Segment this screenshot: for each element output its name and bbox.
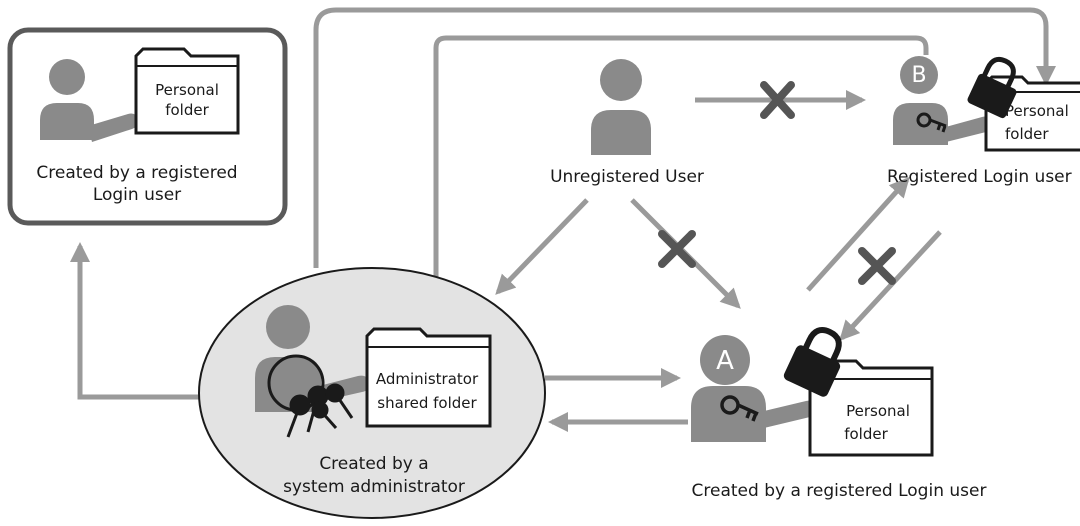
lock-icon [783, 327, 842, 397]
admin-caption-line1: Created by a [319, 454, 428, 474]
arrow-admin-to-user-b-folder [313, 7, 1056, 268]
admin-caption-line2: system administrator [283, 477, 465, 497]
folder-label-line2: folder [165, 101, 209, 119]
arrow-admin-to-personal-box [70, 242, 200, 400]
folder-label-line2: folder [1005, 125, 1049, 143]
personal-folder-box: Personal folder Created by a registered … [7, 27, 288, 226]
key-icon [916, 112, 947, 133]
box-caption-line2: Login user [93, 185, 181, 205]
unregistered-user-label: Unregistered User [550, 167, 704, 187]
registered-user-a: A Personal folder Created by a registere… [691, 327, 987, 501]
person-icon [40, 59, 139, 142]
cross-icon [760, 81, 795, 119]
user-a-caption: Created by a registered Login user [692, 481, 987, 501]
folder-label-line1: Administrator [376, 370, 479, 388]
box-caption-line1: Created by a registered [36, 163, 237, 183]
key-icon [720, 395, 759, 422]
unregistered-user: Unregistered User [550, 59, 704, 187]
user-b-badge: B [911, 63, 926, 88]
folder-icon [134, 47, 240, 135]
person-icon [591, 59, 651, 155]
user-a-badge: A [716, 346, 734, 376]
registered-user-label: Registered Login user [887, 167, 1072, 187]
cross-icon [658, 230, 696, 268]
arrow-user-b-to-user-a [839, 230, 942, 341]
folder-label-line2: shared folder [377, 394, 477, 412]
keyring-icon [267, 354, 354, 438]
admin-shared-folder-group: Administrator shared folder Created by a… [198, 267, 546, 519]
blocked-crosses [658, 81, 896, 285]
folder-label-line2: folder [844, 425, 888, 443]
cross-icon [858, 247, 896, 285]
folder-label-line1: Personal [846, 402, 910, 420]
folder-label-line1: Personal [155, 81, 219, 99]
registered-user-b: B Personal folder Registered Login user [887, 56, 1080, 187]
arrow-unregistered-to-admin [495, 198, 589, 295]
folder-label-line1: Personal [1005, 102, 1069, 120]
lock-icon [967, 56, 1017, 119]
arrow-user-a-to-user-b [806, 177, 910, 292]
arrow-user-b-to-admin [426, 35, 929, 302]
folder-icon [365, 327, 492, 428]
